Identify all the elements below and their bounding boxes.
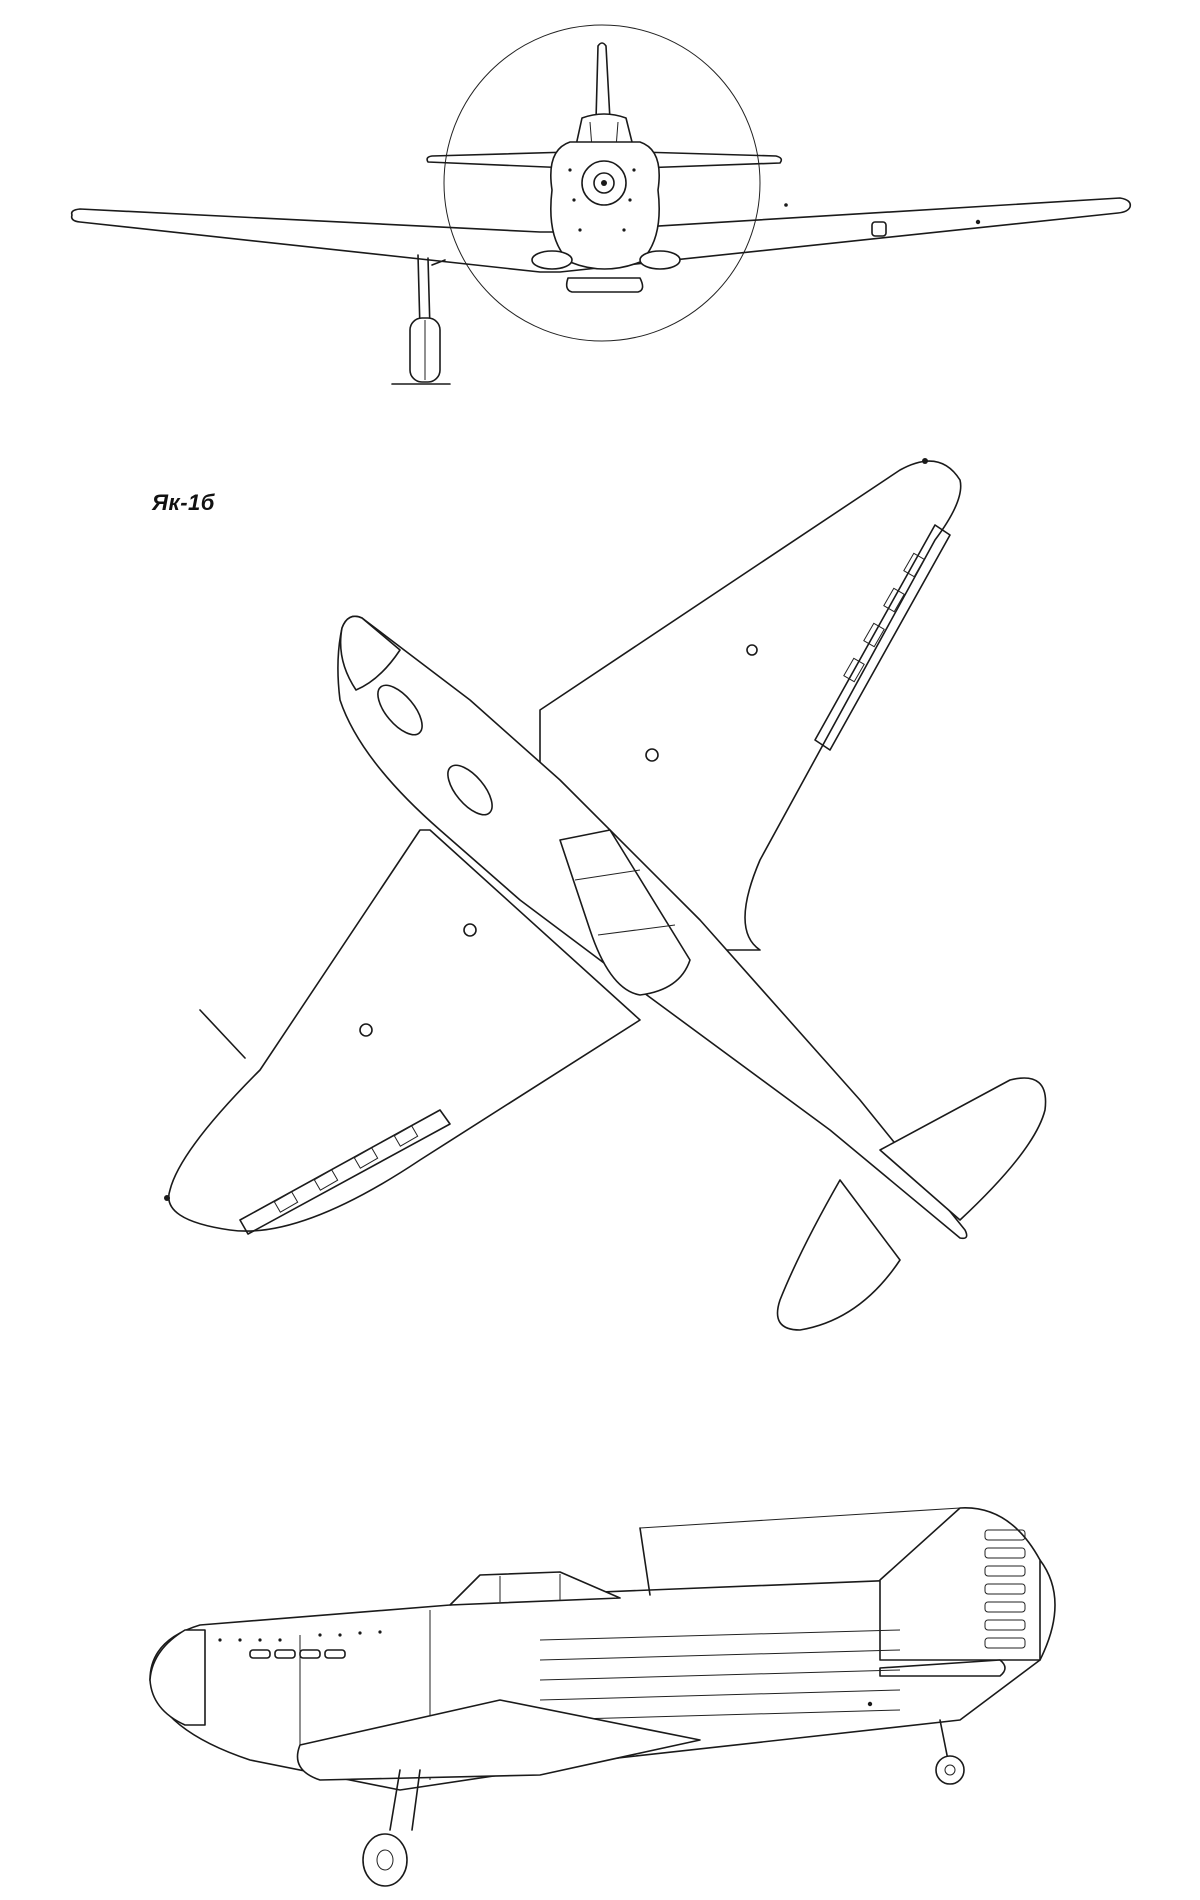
top-spinner [339, 615, 401, 691]
side-stabilizer [879, 1659, 1006, 1677]
top-wing-upper [539, 460, 962, 951]
front-wing [70, 197, 1132, 273]
side-antenna-wire [639, 1507, 961, 1529]
top-canopy [559, 829, 691, 996]
front-view [70, 24, 1132, 385]
front-radiator [565, 277, 644, 293]
front-landing-gear [391, 254, 451, 385]
side-main-gear [362, 1769, 421, 1887]
aircraft-label: Як-1б [152, 490, 215, 515]
top-stabilizer-right [879, 1077, 1047, 1221]
front-nav-light [871, 221, 887, 237]
side-rudder-ribs [984, 1529, 1026, 1649]
top-wing-lower [168, 829, 641, 1232]
top-aileron-lower [239, 1109, 451, 1235]
side-tail-wheel [935, 1719, 965, 1785]
front-stabilizer [426, 151, 783, 169]
side-spinner [149, 1629, 206, 1726]
top-view [164, 458, 1047, 1331]
side-rivets [218, 1630, 873, 1707]
top-pitot [199, 1009, 246, 1059]
top-aileron-upper [814, 524, 951, 751]
top-stabilizer-left [776, 1179, 901, 1331]
side-wing [296, 1699, 701, 1781]
side-antenna-mast [639, 1527, 651, 1596]
side-fin [879, 1507, 1041, 1661]
side-canopy [449, 1571, 621, 1606]
front-fin [595, 42, 611, 121]
propeller-disc [443, 24, 761, 342]
front-rivets [568, 168, 981, 232]
side-exhausts [249, 1649, 346, 1659]
